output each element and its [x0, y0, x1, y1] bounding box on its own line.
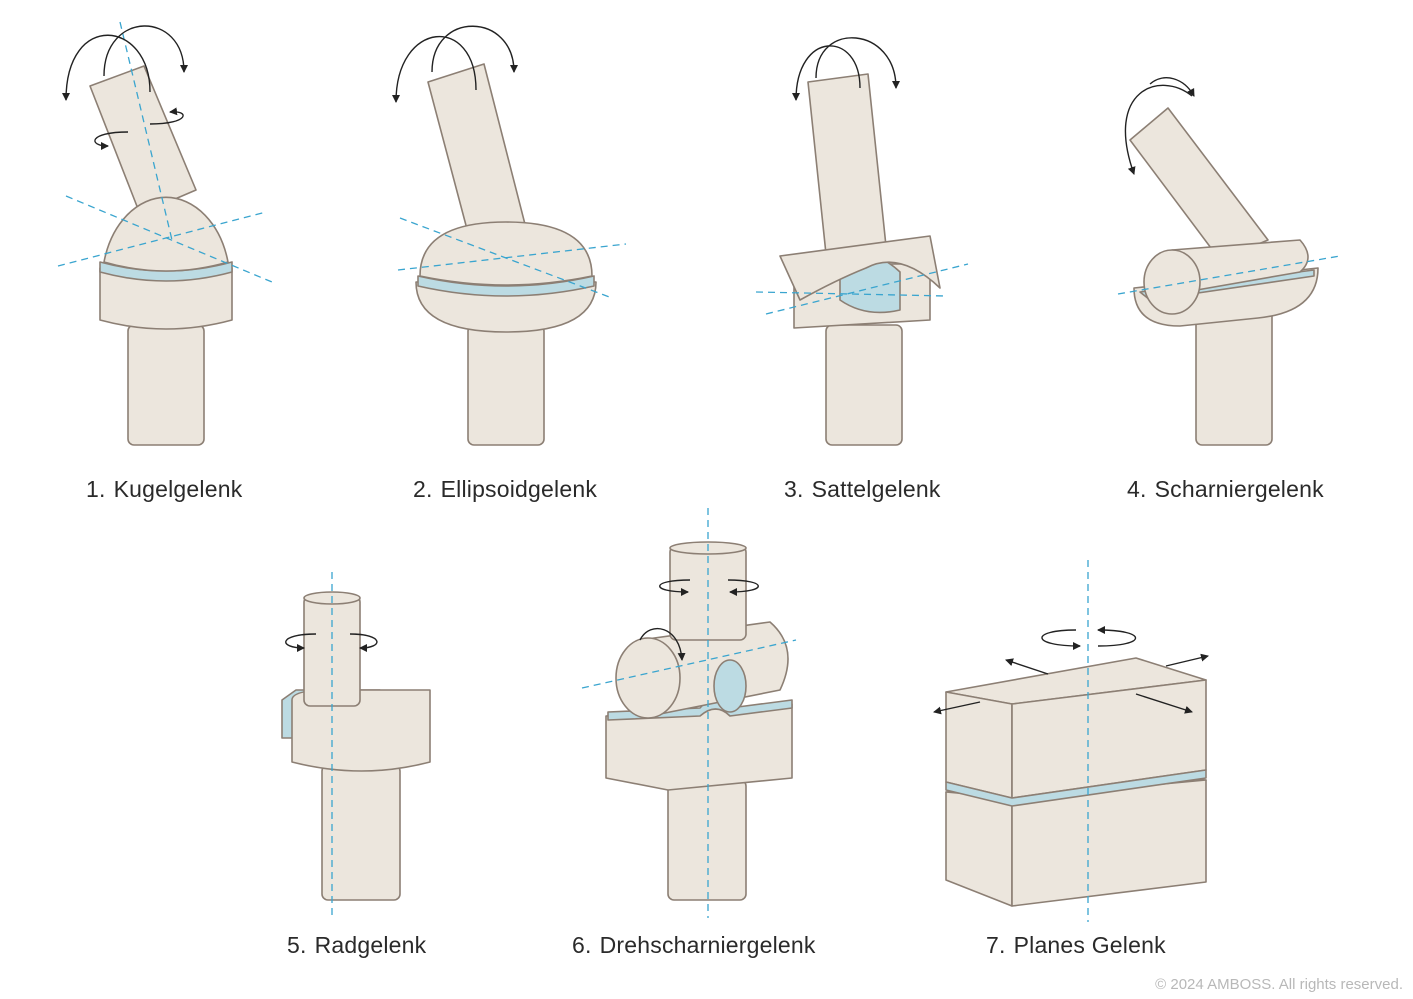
plane-joint-lower-block-front	[945, 791, 1013, 907]
ball-joint-axis-transverse	[65, 195, 273, 283]
hinge-joint-roller-end	[1143, 249, 1201, 315]
hinge-joint-illustration	[1129, 107, 1319, 446]
hinge-joint-roller-body	[1171, 239, 1309, 295]
hinge-joint-arc-arrow-up	[1149, 77, 1195, 97]
pivot-joint-rotation-arrow-left	[285, 633, 317, 652]
ball-joint-illustration	[89, 65, 233, 446]
joint-label-6-number: 6.	[572, 932, 592, 958]
trochoginglymus-cylinder-notch	[713, 659, 747, 713]
movement-arrows	[62, 25, 1209, 715]
joint-label-7: 7. Planes Gelenk	[986, 932, 1166, 959]
ball-joint-axis-vertical	[119, 21, 173, 241]
joint-label-2: 2. Ellipsoidgelenk	[413, 476, 597, 503]
saddle-joint-upper-saddle	[779, 235, 941, 301]
plane-joint-rotation-arrow-right	[1097, 626, 1136, 647]
joint-label-4: 4. Scharniergelenk	[1127, 476, 1324, 503]
saddle-joint-illustration	[779, 73, 941, 446]
ball-joint-arc-arrow-right	[103, 25, 188, 77]
plane-joint-glide-arrow-front-left	[933, 701, 981, 715]
trochoginglymus-rotation-arrow-left	[659, 579, 691, 596]
plane-joint-glide-arrow-front-right	[1135, 693, 1193, 714]
joint-label-7-number: 7.	[986, 932, 1006, 958]
pivot-joint-lower-bone-shaft	[321, 764, 401, 901]
ball-joint-upper-bone-shaft	[89, 65, 197, 215]
ball-joint-arc-arrow-left	[62, 34, 151, 101]
hinge-joint-upper-bone-shaft	[1129, 107, 1269, 261]
joint-label-5-name: Radgelenk	[314, 932, 427, 958]
plane-joint-glide-arrow-back-left	[1005, 658, 1049, 675]
hinge-joint-arc-arrow-down	[1124, 84, 1193, 175]
saddle-joint-lower-bone-shaft	[825, 324, 903, 446]
ellipsoid-joint-axis-short	[399, 217, 613, 299]
joint-label-3-name: Sattelgelenk	[811, 476, 941, 502]
joint-label-1: 1. Kugelgelenk	[86, 476, 242, 503]
trochoginglymus-illustration	[605, 541, 793, 901]
joint-label-4-number: 4.	[1127, 476, 1147, 502]
saddle-joint-axis-2	[765, 263, 969, 315]
ball-joint-rotation-arrow-right	[149, 107, 184, 125]
plane-joint-cartilage	[945, 769, 1207, 807]
ellipsoid-joint-socket	[415, 281, 597, 333]
joint-label-4-name: Scharniergelenk	[1154, 476, 1324, 502]
ellipsoid-joint-upper-bone-shaft	[427, 63, 529, 249]
ball-joint-lower-bone-shaft	[127, 324, 205, 446]
joint-label-2-number: 2.	[413, 476, 433, 502]
ellipsoid-joint-lower-bone-shaft	[467, 324, 545, 446]
ellipsoid-joint-arc-arrow-left	[392, 36, 477, 103]
copyright-notice: © 2024 AMBOSS. All rights reserved.	[1155, 976, 1403, 993]
hinge-joint-axis	[1117, 255, 1341, 295]
trochoginglymus-flexion-arrow	[639, 627, 686, 661]
pivot-joint-illustration	[281, 591, 431, 901]
ball-joint-socket	[99, 267, 233, 330]
ball-joint-rotation-arrow-left	[94, 131, 129, 150]
joint-label-3: 3. Sattelgelenk	[784, 476, 941, 503]
joint-label-3-number: 3.	[784, 476, 804, 502]
ellipsoid-joint-cartilage	[417, 275, 595, 297]
ellipsoid-joint-axis-long	[397, 243, 627, 271]
joint-label-2-name: Ellipsoidgelenk	[440, 476, 598, 502]
trochoginglymus-cylinder-end	[615, 637, 681, 719]
movement-axes	[57, 21, 1341, 922]
trochoginglymus-axis-horizontal	[581, 639, 797, 689]
saddle-joint-arc-arrow-right	[815, 37, 900, 89]
joint-label-1-number: 1.	[86, 476, 106, 502]
ball-joint-ball-head	[103, 196, 229, 272]
ellipsoid-joint-arc-arrow-right	[431, 25, 518, 73]
ellipsoid-joint-ellipsoid-head	[419, 221, 593, 286]
plane-joint-rotation-arrow-left	[1041, 629, 1081, 650]
saddle-joint-axis-1	[755, 291, 947, 297]
joint-label-1-name: Kugelgelenk	[113, 476, 243, 502]
joint-label-7-name: Planes Gelenk	[1013, 932, 1166, 958]
ellipsoid-joint-illustration	[415, 63, 597, 446]
joint-label-5-number: 5.	[287, 932, 307, 958]
plane-joint-glide-arrow-back-right	[1165, 653, 1209, 667]
joint-label-6: 6. Drehscharniergelenk	[572, 932, 816, 959]
pivot-joint-rotation-arrow-right	[349, 633, 378, 652]
plane-joint-illustration	[945, 657, 1207, 907]
pivot-joint-ring	[291, 689, 431, 772]
trochoginglymus-lower-bone-shaft	[667, 779, 747, 901]
saddle-joint-upper-bone-shaft	[807, 73, 887, 255]
trochoginglymus-rotation-arrow-right	[727, 579, 759, 596]
joint-label-6-name: Drehscharniergelenk	[599, 932, 816, 958]
joint-label-5: 5. Radgelenk	[287, 932, 426, 959]
